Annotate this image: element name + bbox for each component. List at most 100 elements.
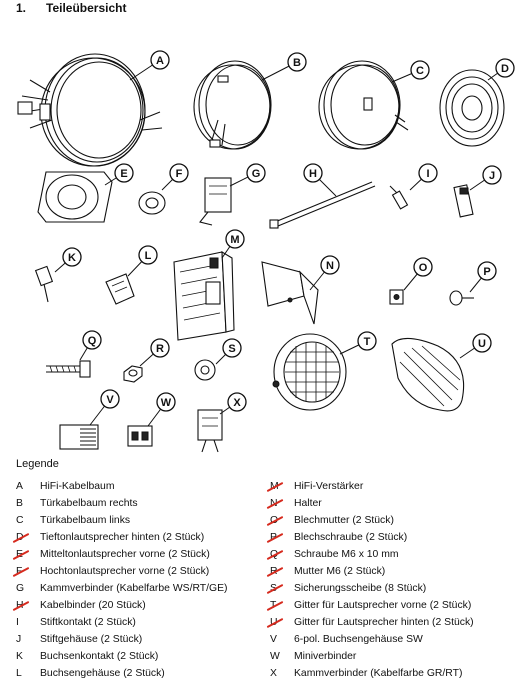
part-b-drawing xyxy=(193,60,272,150)
callout-circle-u xyxy=(472,333,492,353)
callout-circle-a xyxy=(150,50,170,70)
part-t-drawing xyxy=(272,333,347,411)
callout-letter-k: K xyxy=(68,252,76,264)
callout-i: I xyxy=(409,163,438,191)
callout-letter-h: H xyxy=(309,168,317,180)
legend-description: 6-pol. Buchsengehäuse SW xyxy=(294,634,423,645)
legend-description: Buchsenkontakt (2 Stück) xyxy=(40,651,159,662)
callout-letter-c: C xyxy=(416,65,424,77)
legend-description: Mitteltonlautsprecher vorne (2 Stück) xyxy=(40,549,210,560)
callout-circle-p xyxy=(477,261,497,281)
callout-f: F xyxy=(161,163,189,191)
legend-description: Tieftonlautsprecher hinten (2 Stück) xyxy=(40,532,205,543)
callout-circle-j xyxy=(482,165,502,185)
page-title: 1. Teileübersicht xyxy=(16,1,126,15)
legend-description: Gitter für Lautsprecher hinten (2 Stück) xyxy=(294,617,474,628)
part-f-drawing xyxy=(138,191,166,215)
part-k-drawing xyxy=(34,265,54,303)
callout-circle-s xyxy=(222,338,242,358)
legend-description: Kammverbinder (Kabelfarbe WS/RT/GE) xyxy=(40,583,228,594)
callout-circle-o xyxy=(413,257,433,277)
part-u-drawing xyxy=(391,337,465,412)
callout-letter-u: U xyxy=(478,338,486,350)
legend-description: Buchsengehäuse (2 Stück) xyxy=(40,668,165,679)
legend-letter: W xyxy=(270,651,280,662)
legend-description: Gitter für Lautsprecher vorne (2 Stück) xyxy=(294,600,472,611)
callout-m: M xyxy=(221,229,245,259)
part-h-drawing xyxy=(269,181,376,229)
legend-description: Stiftgehäuse (2 Stück) xyxy=(40,634,143,645)
section-number: 1. xyxy=(16,1,27,15)
part-q-drawing xyxy=(46,360,91,378)
part-r-drawing xyxy=(123,365,143,383)
callout-letter-s: S xyxy=(228,343,235,355)
part-i-drawing xyxy=(389,185,409,210)
callout-letter-n: N xyxy=(326,260,334,272)
part-a-drawing xyxy=(17,53,163,167)
part-o-drawing xyxy=(389,289,404,305)
callout-letter-i: I xyxy=(426,168,429,180)
part-g-drawing xyxy=(199,177,232,226)
part-x-drawing xyxy=(197,409,223,453)
legend-letter: X xyxy=(270,668,277,679)
legend-description: Blechschraube (2 Stück) xyxy=(294,532,408,543)
legend-letter: I xyxy=(16,617,19,628)
callout-c: C xyxy=(391,60,430,83)
legend-description: Blechmutter (2 Stück) xyxy=(294,515,394,526)
callout-letter-l: L xyxy=(145,250,152,262)
callout-circle-n xyxy=(320,255,340,275)
callout-h: H xyxy=(303,163,337,197)
callout-k: K xyxy=(54,247,82,273)
callout-q: Q xyxy=(79,330,102,361)
part-m-drawing xyxy=(173,250,235,341)
callout-letter-p: P xyxy=(483,266,490,278)
part-l-drawing xyxy=(105,273,135,305)
callout-letter-e: E xyxy=(120,168,127,180)
callout-letter-f: F xyxy=(176,168,183,180)
callout-circle-v xyxy=(100,389,120,409)
callout-circle-r xyxy=(150,338,170,358)
legend-description: Hochtonlautsprecher vorne (2 Stück) xyxy=(40,566,210,577)
callout-e: E xyxy=(104,163,134,186)
legend-description: Kammverbinder (Kabelfarbe GR/RT) xyxy=(294,668,463,679)
callout-o: O xyxy=(403,257,433,291)
part-c-drawing xyxy=(318,60,409,150)
legend-description: Miniverbinder xyxy=(294,651,357,662)
callout-letter-j: J xyxy=(489,170,495,182)
callout-circle-t xyxy=(357,331,377,351)
callout-n: N xyxy=(309,255,340,291)
part-e-drawing xyxy=(37,171,113,223)
legend-letter: J xyxy=(16,634,22,645)
part-n-drawing xyxy=(261,261,319,325)
part-w-drawing xyxy=(127,425,153,447)
callout-circle-h xyxy=(303,163,323,183)
callout-a: A xyxy=(129,50,170,81)
legend-description: Stiftkontakt (2 Stück) xyxy=(40,617,136,628)
callout-circle-c xyxy=(410,60,430,80)
part-j-drawing xyxy=(453,184,474,218)
callout-letter-m: M xyxy=(230,234,239,246)
legend-description: Halter xyxy=(294,498,322,509)
legend-letter: V xyxy=(270,634,277,645)
legend-letter: A xyxy=(16,481,23,492)
callout-letter-r: R xyxy=(156,343,164,355)
callout-x: X xyxy=(219,392,247,415)
callout-circle-d xyxy=(495,58,515,78)
section-title: Teileübersicht xyxy=(46,1,127,15)
callout-letter-o: O xyxy=(419,262,428,274)
legend-description: Mutter M6 (2 Stück) xyxy=(294,566,386,577)
legend-title: Legende xyxy=(16,458,59,470)
callout-circle-l xyxy=(138,245,158,265)
legend-description: Sicherungsscheibe (8 Stück) xyxy=(294,583,427,594)
callout-circle-x xyxy=(227,392,247,412)
callout-circle-g xyxy=(246,163,266,183)
legend-letter: B xyxy=(16,498,23,509)
callout-t: T xyxy=(339,331,377,355)
callout-letter-q: Q xyxy=(88,335,97,347)
part-s-drawing xyxy=(194,359,216,381)
callout-circle-f xyxy=(169,163,189,183)
callout-letter-g: G xyxy=(252,168,261,180)
callout-l: L xyxy=(127,245,158,277)
